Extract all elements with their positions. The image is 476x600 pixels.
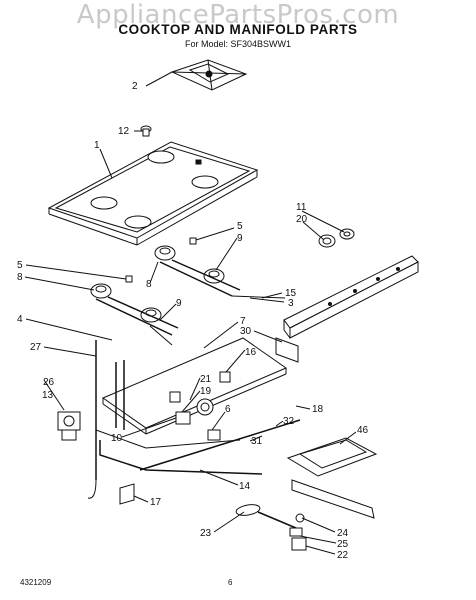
callout-9: 9 bbox=[176, 298, 182, 309]
callout-8: 8 bbox=[146, 279, 152, 290]
knob-parts bbox=[318, 228, 355, 248]
rear-burners bbox=[154, 237, 286, 299]
callout-14: 14 bbox=[239, 481, 251, 492]
callout-6: 6 bbox=[225, 404, 231, 415]
callout-10: 10 bbox=[111, 433, 123, 444]
callout-19: 19 bbox=[200, 386, 212, 397]
callout-16: 16 bbox=[245, 347, 257, 358]
heat-shield bbox=[286, 437, 378, 477]
callout-30: 30 bbox=[240, 326, 252, 337]
bake-burner bbox=[235, 479, 375, 551]
callout-24: 24 bbox=[337, 528, 349, 539]
callout-2: 2 bbox=[132, 81, 138, 92]
callout-15: 15 bbox=[285, 288, 297, 299]
callout-11: 11 bbox=[296, 202, 307, 213]
diagram-title: COOKTOP AND MANIFOLD PARTS bbox=[118, 22, 358, 37]
footer-page: 6 bbox=[228, 578, 233, 587]
callout-25: 25 bbox=[337, 539, 349, 550]
callout-12: 12 bbox=[118, 126, 130, 137]
burner-tube bbox=[95, 419, 301, 475]
callout-1: 1 bbox=[94, 140, 100, 151]
callout-22: 22 bbox=[337, 550, 349, 561]
callout-8: 8 bbox=[17, 272, 23, 283]
callout-5: 5 bbox=[237, 221, 243, 232]
callout-46: 46 bbox=[357, 425, 369, 436]
callout-4: 4 bbox=[17, 314, 23, 325]
front-burners bbox=[90, 275, 179, 346]
callout-20: 20 bbox=[296, 214, 308, 225]
bracket-part bbox=[275, 337, 299, 363]
callout-5: 5 bbox=[17, 260, 23, 271]
cooktop-panel bbox=[47, 141, 259, 246]
callout-labels: 2 12 1 11 20 5 9 5 8 8 15 3 9 4 7 30 27 … bbox=[17, 81, 369, 561]
manifold-rail bbox=[283, 255, 419, 339]
callout-26: 26 bbox=[43, 377, 55, 388]
screw-part bbox=[140, 125, 152, 137]
gas-regulator bbox=[57, 411, 81, 441]
footer-code: 4321209 bbox=[20, 578, 52, 587]
callout-9: 9 bbox=[237, 233, 243, 244]
callout-7: 7 bbox=[240, 316, 246, 327]
manifold-frame bbox=[87, 337, 288, 499]
callout-23: 23 bbox=[200, 528, 212, 539]
callout-17: 17 bbox=[150, 497, 162, 508]
burner-grate bbox=[170, 59, 248, 91]
callout-13: 13 bbox=[42, 390, 54, 401]
callout-27: 27 bbox=[30, 342, 42, 353]
callout-18: 18 bbox=[312, 404, 324, 415]
callout-32: 32 bbox=[283, 416, 295, 427]
watermark: AppliancePartsPros.com bbox=[76, 0, 400, 30]
callout-31: 31 bbox=[251, 436, 263, 447]
callout-3: 3 bbox=[288, 298, 294, 309]
valve-assembly bbox=[169, 371, 231, 441]
leader-lines bbox=[24, 71, 357, 555]
bracket-17 bbox=[119, 483, 135, 505]
diagram-subtitle: For Model: SF304BSWW1 bbox=[184, 39, 292, 49]
callout-21: 21 bbox=[200, 374, 212, 385]
